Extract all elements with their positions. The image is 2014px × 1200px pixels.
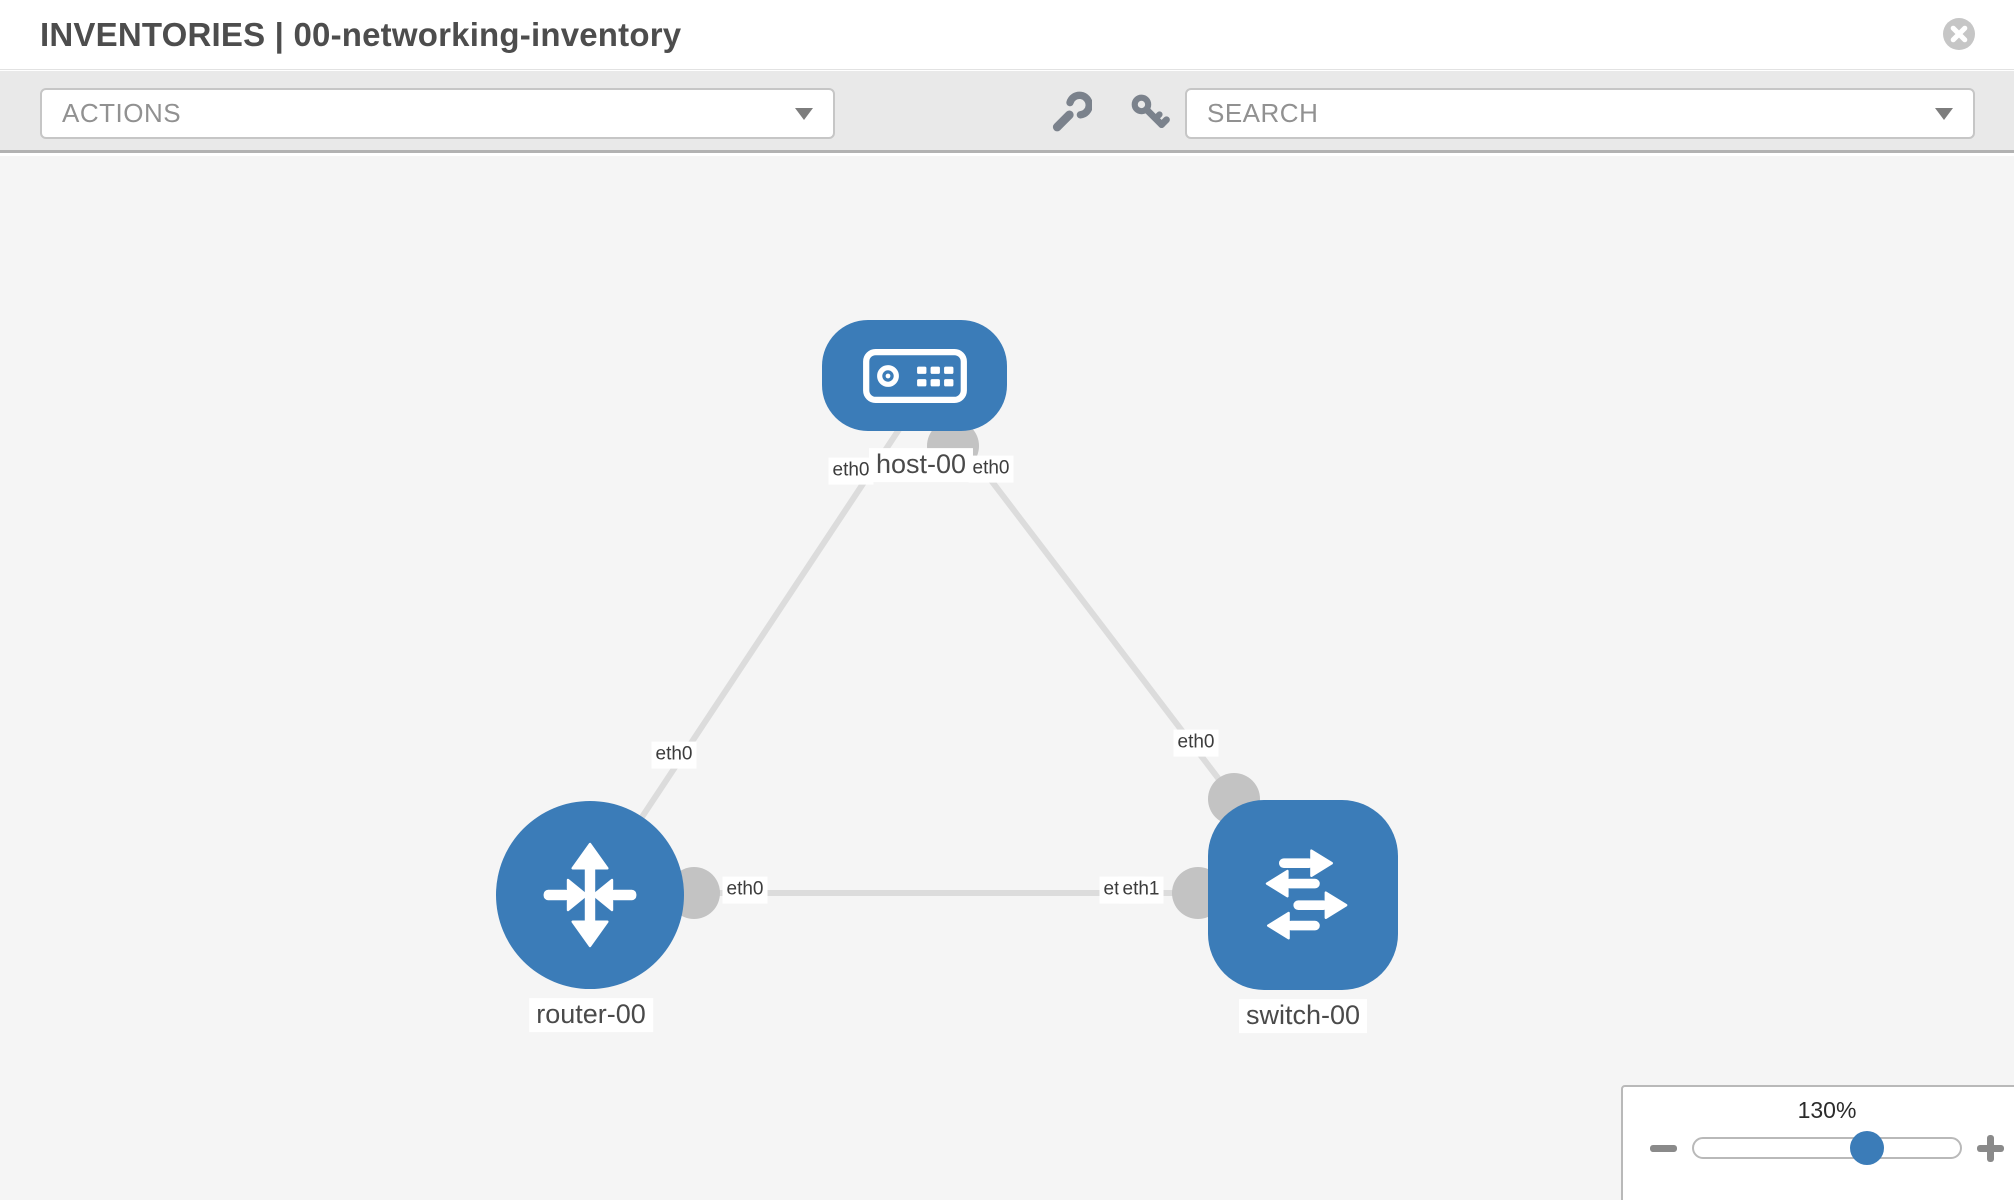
node-host-00[interactable] xyxy=(822,320,1007,431)
iface-label-host-router-near-host: eth0 xyxy=(828,457,874,485)
router-icon xyxy=(543,842,637,948)
switch-icon xyxy=(1265,849,1348,940)
wrench-button[interactable] xyxy=(1048,91,1093,135)
actions-dropdown-label: ACTIONS xyxy=(62,98,182,128)
iface-label-host-router-near-router: eth0 xyxy=(651,741,697,769)
topology-canvas[interactable]: host-00 router-00 switch-00 eth0 eth0 et… xyxy=(0,156,2014,1200)
zoom-control-panel: 130% xyxy=(1621,1085,2014,1200)
key-icon xyxy=(1131,94,1170,128)
host-icon xyxy=(862,348,967,403)
node-switch-00[interactable] xyxy=(1208,800,1398,990)
node-label-host: host-00 xyxy=(868,448,974,482)
iface-label-router-switch-near-switch-front: eth1 xyxy=(1118,876,1164,904)
close-button[interactable] xyxy=(1943,18,1975,50)
zoom-in-button[interactable] xyxy=(1977,1135,2004,1162)
node-router-00[interactable] xyxy=(496,801,684,989)
iface-label-host-switch-near-switch: eth0 xyxy=(1173,729,1219,757)
zoom-out-button[interactable] xyxy=(1650,1145,1677,1152)
node-label-switch: switch-00 xyxy=(1238,999,1368,1033)
close-icon xyxy=(1943,18,1975,50)
zoom-slider[interactable] xyxy=(1692,1131,1962,1165)
toolbar: ACTIONS SEARCH xyxy=(0,71,2014,153)
page-title: INVENTORIES | 00-networking-inventory xyxy=(40,15,682,53)
zoom-level-value: 130% xyxy=(1797,1097,1857,1123)
link-layer xyxy=(639,426,1237,896)
chevron-down-icon xyxy=(795,107,813,120)
zoom-slider-thumb[interactable] xyxy=(1850,1131,1884,1165)
key-button[interactable] xyxy=(1128,91,1172,135)
chevron-down-icon xyxy=(1935,107,1953,120)
page-header: INVENTORIES | 00-networking-inventory xyxy=(0,0,2014,70)
search-dropdown-label: SEARCH xyxy=(1207,98,1319,128)
wrench-icon xyxy=(1052,91,1093,132)
node-label-router: router-00 xyxy=(529,998,653,1032)
iface-label-router-switch-near-router: eth0 xyxy=(722,876,768,904)
search-dropdown[interactable]: SEARCH xyxy=(1185,88,1975,139)
iface-label-host-switch-near-host: eth0 xyxy=(968,455,1014,483)
actions-dropdown[interactable]: ACTIONS xyxy=(40,88,835,139)
